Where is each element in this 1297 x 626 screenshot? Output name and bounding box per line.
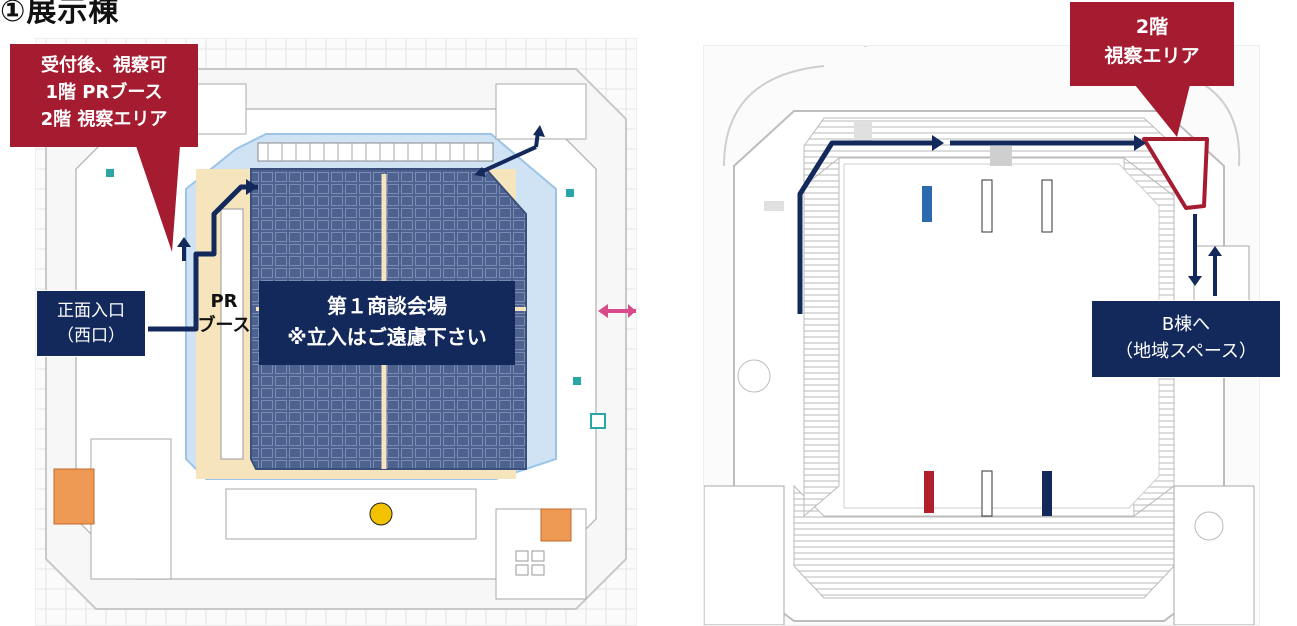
page-title: ①展示棟	[0, 0, 120, 29]
pr-booth-line1: PR	[210, 291, 238, 312]
callout-b-line1: B棟へ	[1161, 314, 1211, 335]
callout-entrance-line1: 正面入口	[57, 301, 125, 321]
callout-2f-line2: 視察エリア	[1104, 45, 1200, 67]
pr-booth-label: PR ブース	[196, 290, 252, 338]
callout-2f-pointer	[1135, 85, 1190, 137]
callout-2f-line1: 2階	[1135, 16, 1169, 38]
callout-2f-viewing-area: 2階 視察エリア	[1070, 2, 1234, 86]
callout-to-b-building: B棟へ （地域スペース）	[1091, 300, 1281, 378]
callout-entrance-line2: （西口）	[57, 326, 125, 346]
callout-reception-pointer	[136, 146, 180, 252]
callout-b-line2: （地域スペース）	[1115, 341, 1257, 362]
floor-map-2f-drawing	[704, 46, 1259, 625]
callout-reception-line1: 受付後、視察可	[41, 55, 167, 76]
callout-reception-line2: 1階 PRブース	[45, 82, 163, 103]
callout-main-entrance: 正面入口 （西口）	[36, 290, 146, 357]
callout-meeting-hall-1: 第１商談会場 ※立入はご遠慮下さい	[259, 281, 515, 365]
callout-reception-line3: 2階 視察エリア	[40, 109, 168, 130]
callout-reception-info: 受付後、視察可 1階 PRブース 2階 視察エリア	[10, 44, 198, 147]
pr-booth-line2: ブース	[197, 315, 251, 336]
callout-hall-line1: 第１商談会場	[327, 294, 447, 318]
callout-hall-line2: ※立入はご遠慮下さい	[287, 325, 487, 349]
floor-map-2f	[703, 45, 1260, 626]
